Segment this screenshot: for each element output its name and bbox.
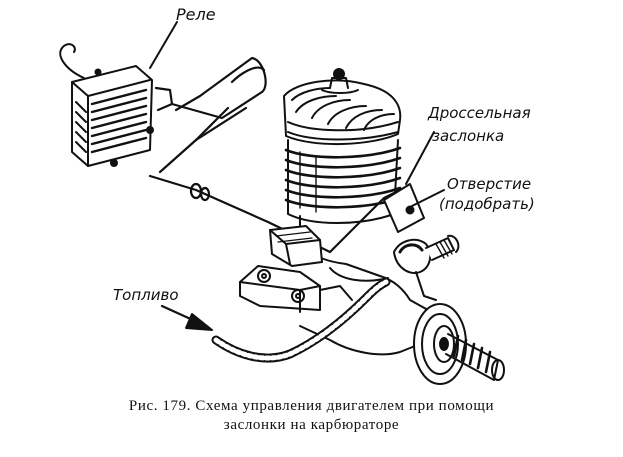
relay-coil [71, 65, 154, 167]
hole-label-line1: Отверстие [447, 175, 532, 193]
threaded-shaft [445, 333, 505, 381]
fuel-arrowhead [185, 313, 213, 331]
fuel-label: Топливо [113, 286, 179, 304]
prop-spinner [413, 303, 467, 385]
relay-lever-wire [148, 56, 406, 254]
hole-label-line2: (подобрать) [439, 195, 535, 213]
wire-bracket [269, 225, 323, 267]
relay-leader-line [149, 21, 178, 69]
relay-hook [59, 43, 85, 79]
cylinder-barrel [284, 139, 402, 224]
caption-line1: Рис. 179. Схема управления двигателем пр… [128, 398, 495, 414]
crankcase [299, 215, 460, 356]
throttle-label-line1: Дроссельная [428, 104, 531, 122]
fuel-tube [211, 277, 391, 363]
hole-leader-line [411, 189, 445, 207]
caption-line2: заслонки на карбюраторе [223, 417, 400, 433]
mounting-lug [239, 265, 353, 313]
throttle-flap [383, 183, 425, 233]
figure-caption: Рис. 179. Схема управления двигателем пр… [0, 397, 623, 435]
cylinder-head [283, 68, 402, 146]
throttle-label-line2: заслонка [432, 127, 505, 145]
relay-label: Реле [176, 5, 216, 24]
throttle-leader-line [405, 131, 435, 185]
